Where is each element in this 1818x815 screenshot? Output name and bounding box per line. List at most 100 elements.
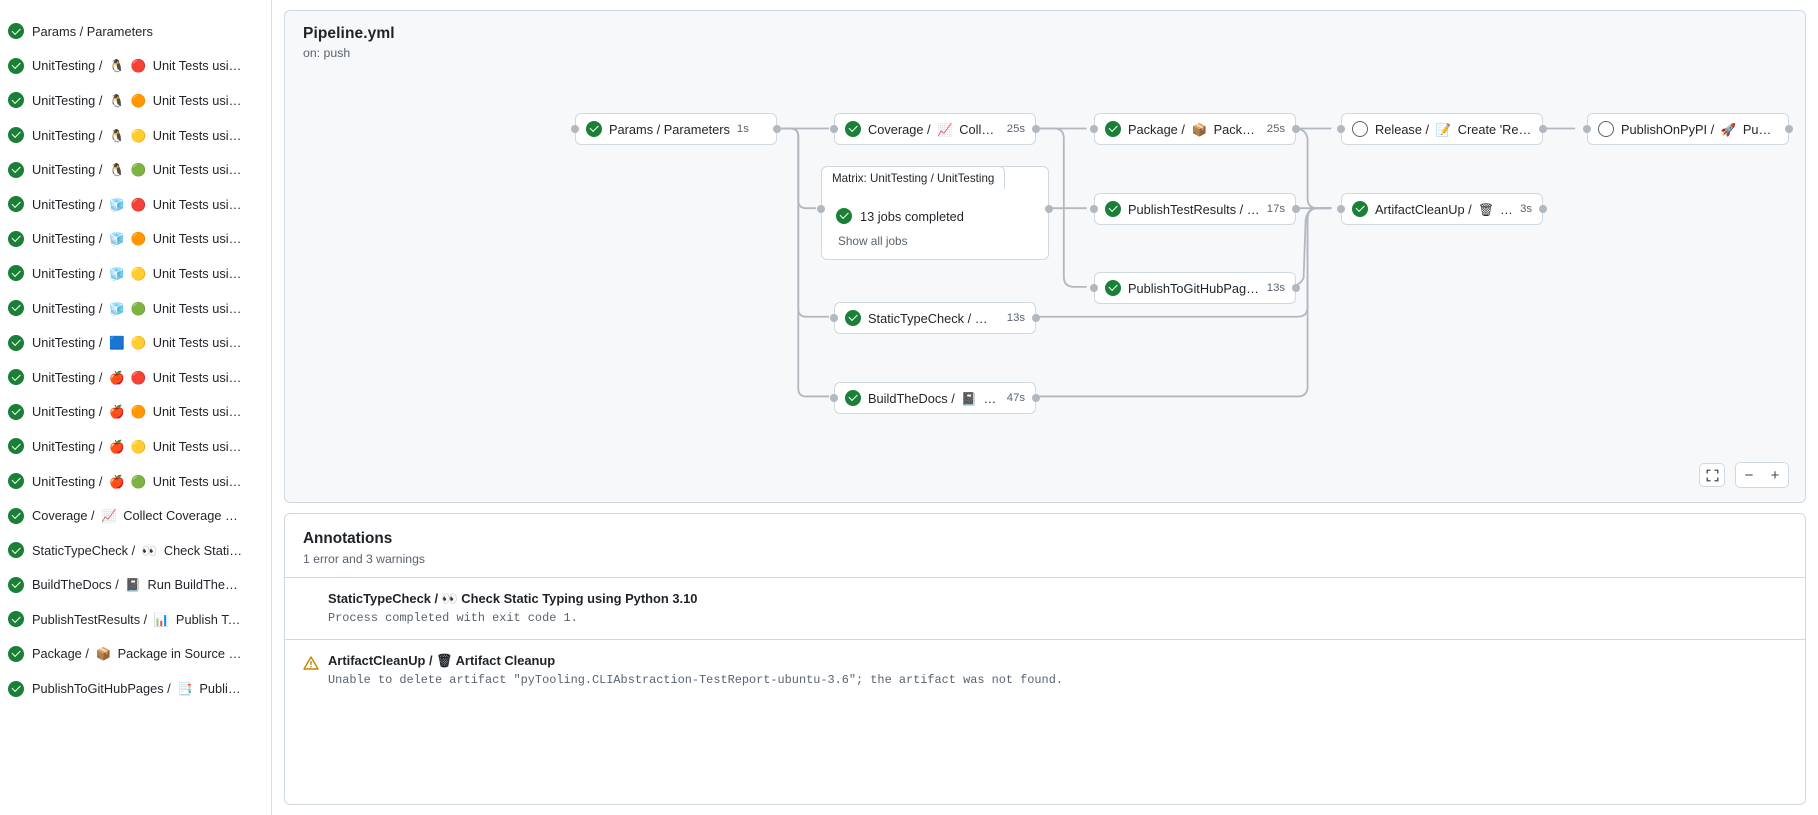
graph-node-label: ArtifactCleanUp / 🗑 Artifac... — [1375, 201, 1513, 217]
node-emoji-icon: 📝 — [1435, 121, 1452, 137]
job-emoji-icon: 🐧 — [108, 162, 125, 178]
sidebar-job-label: UnitTesting / 🧊🟠 Unit Tests using Pyth..… — [32, 231, 244, 247]
node-port-left — [1090, 125, 1098, 133]
matrix-group[interactable]: Matrix: UnitTesting / UnitTesting 13 job… — [821, 166, 1049, 260]
job-emoji-icon: 🧊 — [108, 300, 125, 316]
graph-node-artifact[interactable]: ArtifactCleanUp / 🗑 Artifac...3s — [1341, 193, 1543, 225]
sidebar-job-label: UnitTesting / 🧊🔴 Unit Tests using Pyth..… — [32, 196, 244, 212]
fit-screen-icon[interactable] — [1699, 463, 1725, 487]
graph-node-label: Params / Parameters — [609, 121, 730, 137]
zoom-in-button[interactable]: + — [1770, 466, 1780, 484]
graph-node-label: BuildTheDocs / 📓 Run Buil... — [868, 390, 1000, 406]
sidebar-job-label: UnitTesting / 🍎🟡 Unit Tests using Pyth..… — [32, 438, 244, 454]
matrix-summary: 13 jobs completed — [860, 208, 964, 224]
sidebar-job-item[interactable]: PublishTestResults / 📊 Publish Test Resu… — [0, 602, 271, 637]
sidebar-job-label: StaticTypeCheck / 👀 Check Static Typing.… — [32, 542, 244, 558]
job-emoji-icon: 🍎 — [108, 438, 125, 454]
job-emoji-icon: 🧊 — [108, 196, 125, 212]
matrix-port-right — [1045, 205, 1053, 213]
graph-node-statictype[interactable]: StaticTypeCheck / 👀 Chec...13s — [834, 302, 1036, 334]
sidebar-job-item[interactable]: UnitTesting / 🐧🟢 Unit Tests using Pyth..… — [0, 152, 271, 187]
graph-node-package[interactable]: Package / 📦 Package in So...25s — [1094, 113, 1296, 145]
job-emoji-icon-2: 🟢 — [130, 162, 147, 178]
node-emoji-icon: 📓 — [961, 390, 977, 406]
sidebar-job-item[interactable]: UnitTesting / 🧊🟢 Unit Tests using Pyth..… — [0, 291, 271, 326]
node-port-left — [1583, 125, 1591, 133]
sidebar-job-item[interactable]: UnitTesting / 🍎🟡 Unit Tests using Pyth..… — [0, 429, 271, 464]
node-port-right — [1032, 394, 1040, 402]
success-check-icon — [8, 611, 24, 628]
graph-node-coverage[interactable]: Coverage / 📈 Collect Cove...25s — [834, 113, 1036, 145]
sidebar-job-item[interactable]: PublishToGitHubPages / 📑 Publish to G... — [0, 671, 271, 706]
sidebar-job-item[interactable]: UnitTesting / 🐧🔴 Unit Tests using Pyth..… — [0, 49, 271, 84]
sidebar-job-item[interactable]: BuildTheDocs / 📓 Run BuildTheDocs — [0, 568, 271, 603]
node-port-left — [830, 394, 838, 402]
node-port-right — [1032, 125, 1040, 133]
success-check-icon — [8, 473, 24, 490]
job-emoji-icon-2: 🟠 — [130, 404, 147, 420]
sidebar-job-item[interactable]: UnitTesting / 🧊🔴 Unit Tests using Pyth..… — [0, 187, 271, 222]
sidebar-job-item[interactable]: StaticTypeCheck / 👀 Check Static Typing.… — [0, 533, 271, 568]
graph-node-pypi[interactable]: PublishOnPyPI / 🚀 Publish to ... — [1587, 113, 1789, 145]
success-check-icon — [836, 208, 852, 224]
matrix-summary-row[interactable]: 13 jobs completed — [836, 208, 1034, 224]
graph-canvas[interactable]: Matrix: UnitTesting / UnitTesting 13 job… — [285, 11, 1805, 502]
sidebar-job-label: UnitTesting / 🟦🟡 Unit Tests using Pyth..… — [32, 335, 244, 351]
zoom-group[interactable]: − + — [1735, 462, 1789, 488]
sidebar-job-item[interactable]: UnitTesting / 🟦🟡 Unit Tests using Pyth..… — [0, 325, 271, 360]
job-emoji-icon-2: 🟡 — [130, 438, 147, 454]
success-check-icon — [8, 680, 24, 697]
sidebar-job-label: PublishToGitHubPages / 📑 Publish to G... — [32, 681, 244, 697]
job-emoji-icon-2: 🟢 — [130, 473, 147, 489]
graph-node-duration: 25s — [1006, 123, 1025, 135]
sidebar-job-item[interactable]: UnitTesting / 🧊🟠 Unit Tests using Pyth..… — [0, 222, 271, 257]
sidebar-job-item[interactable]: Params / Parameters — [0, 14, 271, 49]
node-port-right — [1292, 205, 1300, 213]
success-check-icon — [8, 161, 24, 178]
job-emoji-icon: 🐧 — [108, 58, 125, 74]
show-all-jobs-link[interactable]: Show all jobs — [838, 234, 908, 248]
sidebar-job-label: Params / Parameters — [32, 23, 153, 39]
sidebar-job-item[interactable]: UnitTesting / 🍎🔴 Unit Tests using Pyth..… — [0, 360, 271, 395]
graph-node-publishpages[interactable]: PublishToGitHubPages / 📑 ...13s — [1094, 272, 1296, 304]
graph-node-release[interactable]: Release / 📝 Create 'Release P... — [1341, 113, 1543, 145]
graph-node-label: PublishOnPyPI / 🚀 Publish to ... — [1621, 121, 1778, 137]
job-emoji-icon: 📓 — [125, 577, 141, 593]
sidebar-job-item[interactable]: UnitTesting / 🐧🟠 Unit Tests using Pyth..… — [0, 83, 271, 118]
sidebar-job-label: UnitTesting / 🐧🔴 Unit Tests using Pyth..… — [32, 58, 244, 74]
sidebar-job-item[interactable]: UnitTesting / 🧊🟡 Unit Tests using Pyth..… — [0, 256, 271, 291]
sidebar-job-item[interactable]: UnitTesting / 🐧🟡 Unit Tests using Pyth..… — [0, 118, 271, 153]
graph-header: Pipeline.yml on: push — [285, 11, 1805, 60]
node-port-left — [830, 314, 838, 322]
job-emoji-icon: 👀 — [141, 542, 158, 558]
sidebar-job-item[interactable]: UnitTesting / 🍎🟢 Unit Tests using Pyth..… — [0, 464, 271, 499]
sidebar-job-item[interactable]: Package / 📦 Package in Source and Wh... — [0, 637, 271, 672]
job-emoji-icon-2: 🟠 — [130, 231, 147, 247]
job-emoji-icon: 🍎 — [108, 369, 125, 385]
sidebar-job-item[interactable]: UnitTesting / 🍎🟠 Unit Tests using Pyth..… — [0, 395, 271, 430]
matrix-port-left — [817, 205, 825, 213]
node-emoji-icon: 👀 — [977, 310, 994, 326]
matrix-label: Matrix: UnitTesting / UnitTesting — [821, 166, 1006, 189]
zoom-out-button[interactable]: − — [1744, 466, 1754, 484]
job-emoji-icon-2: 🟡 — [130, 335, 147, 351]
success-check-icon — [8, 576, 24, 593]
workflow-title: Pipeline.yml — [303, 25, 395, 42]
graph-node-publishtest[interactable]: PublishTestResults / 📊 Pu...17s — [1094, 193, 1296, 225]
node-port-left — [1337, 205, 1345, 213]
workflow-graph-card[interactable]: Pipeline.yml on: push — [284, 10, 1806, 503]
main-content: Pipeline.yml on: push — [272, 0, 1818, 815]
node-emoji-icon: 🚀 — [1720, 121, 1737, 137]
success-check-icon — [1105, 280, 1121, 296]
graph-node-label: StaticTypeCheck / 👀 Chec... — [868, 310, 994, 326]
graph-node-builddocs[interactable]: BuildTheDocs / 📓 Run Buil...47s — [834, 382, 1036, 414]
sidebar-job-item[interactable]: Coverage / 📈 Collect Coverage Data usi..… — [0, 498, 271, 533]
annotation-message: Process completed with exit code 1. — [328, 611, 578, 625]
job-emoji-icon-2: 🟡 — [130, 265, 147, 281]
annotation-item[interactable]: StaticTypeCheck / 👀 Check Static Typing … — [285, 577, 1805, 639]
zoom-controls[interactable]: − + — [1699, 462, 1789, 488]
warning-triangle-icon — [303, 655, 319, 671]
